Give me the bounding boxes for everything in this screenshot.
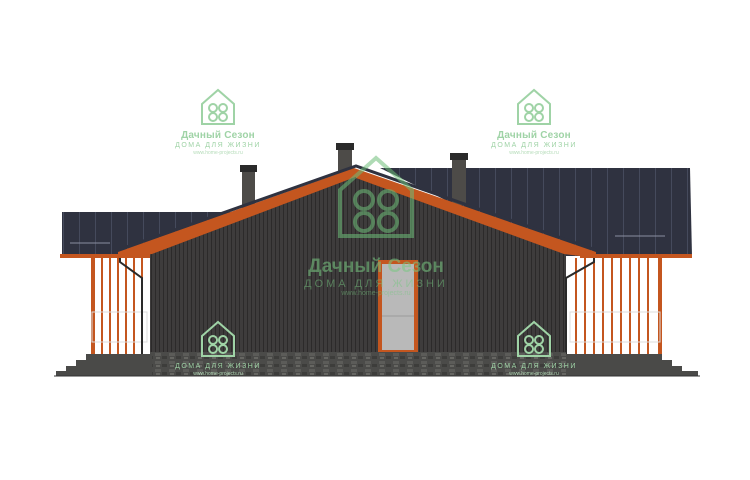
watermark-url: www.home-projects.ru [341,290,411,297]
right-porch-posts [575,258,662,354]
downpipe-left [119,258,143,372]
watermark-tagline: ДОМА ДЛЯ ЖИЗНИ [491,363,577,370]
right-steps [566,354,698,376]
watermark: ДОМА ДЛЯ ЖИЗНИ www.home-projects.ru [143,362,293,377]
watermark-url: www.home-projects.ru [509,371,559,377]
left-steps [56,354,152,376]
watermark-url: www.home-projects.ru [193,150,243,156]
watermark-large: Дачный Сезон ДОМА ДЛЯ ЖИЗНИ www.home-pro… [256,256,496,297]
chimney-right [450,153,468,205]
gable-wall [150,174,566,355]
left-roof-edge [60,254,160,258]
gable-roof-top [117,164,597,252]
watermark-tagline: ДОМА ДЛЯ ЖИЗНИ [175,142,261,149]
watermark-logo-icon [517,88,551,125]
watermark-tagline: ДОМА ДЛЯ ЖИЗНИ [175,363,261,370]
watermark-brand: Дачный Сезон [497,130,571,141]
watermark-logo-icon [201,320,235,357]
downpipe-right [565,258,595,372]
watermark: ДОМА ДЛЯ ЖИЗНИ www.home-projects.ru [459,362,609,377]
watermark-logo-icon [201,88,235,125]
door-glass [382,264,414,350]
watermark-tagline: ДОМА ДЛЯ ЖИЗНИ [491,142,577,149]
gable-roof-left [118,168,358,258]
watermark-logo-icon [338,155,414,238]
watermark-brand: Дачный Сезон [181,130,255,141]
watermark: Дачный Сезон ДОМА ДЛЯ ЖИЗНИ www.home-pro… [459,130,609,156]
right-porch-railing [569,311,661,343]
watermark-logo-icon [517,320,551,357]
left-porch-railing [91,311,148,343]
watermark-tagline: ДОМА ДЛЯ ЖИЗНИ [304,278,448,290]
watermark-url: www.home-projects.ru [509,150,559,156]
gable-roof-right [354,168,596,258]
watermark-brand: Дачный Сезон [308,256,444,277]
right-roof-edge [580,254,692,258]
watermark: Дачный Сезон ДОМА ДЛЯ ЖИЗНИ www.home-pro… [143,130,293,156]
watermark-url: www.home-projects.ru [193,371,243,377]
